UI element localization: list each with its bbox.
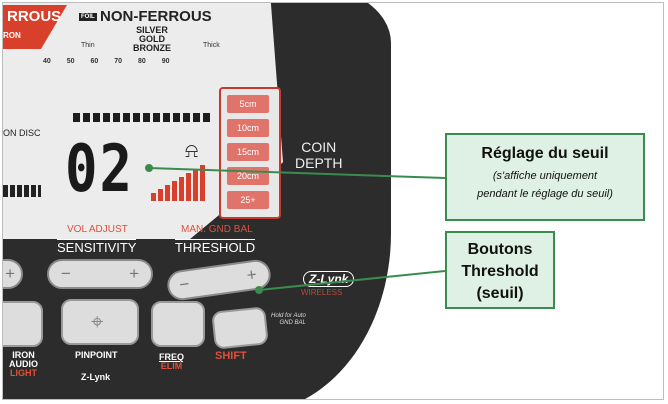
gold-label: GOLD — [139, 34, 165, 44]
foil-label: FOIL — [79, 13, 97, 21]
elim-text: ELIM — [160, 361, 183, 371]
crosshair-icon: ⌖ — [91, 309, 104, 334]
callout-lines — [145, 164, 446, 294]
scale-number: 80 — [138, 58, 146, 65]
callout-sub: (s'affiche uniquement — [492, 170, 598, 182]
segment-bar — [73, 113, 213, 122]
hold-auto-label: Hold for Auto GND BAL — [271, 313, 306, 327]
gnd-bal-text: GND BAL — [279, 320, 306, 326]
depth-option: 25+ — [227, 191, 269, 209]
minus-icon[interactable]: − — [61, 264, 71, 283]
bronze-label: BRONZE — [133, 43, 171, 53]
headphones-icon: ⍾ — [185, 140, 199, 162]
callout-title: (seuil) — [476, 285, 524, 302]
metal-type-labels: SILVER GOLD BRONZE — [133, 26, 171, 53]
ferrous-band-tip — [41, 5, 67, 49]
disc-label: ON DISC — [3, 128, 41, 138]
threshold-setting-leader — [148, 167, 446, 179]
signal-bars — [151, 165, 211, 201]
left-rocker-partial[interactable]: + — [3, 259, 23, 289]
ferrous-band — [3, 5, 41, 49]
iron-text: IRON — [12, 350, 35, 360]
scale-number: 70 — [114, 58, 123, 65]
depth-option: 5cm — [227, 95, 269, 113]
threshold-digits: 02 — [65, 131, 135, 207]
freq-button[interactable] — [151, 301, 205, 347]
man-gnd-bal-label: MAN. GND BAL — [181, 224, 253, 235]
audio-text: AUDIO — [9, 359, 38, 369]
scale-number: 90 — [161, 58, 170, 65]
leader-dot — [255, 286, 263, 294]
freq-elim-label: FREQ ELIM — [159, 353, 184, 371]
depth-option: 15cm — [227, 143, 269, 161]
pinpoint-button[interactable]: ⌖ — [61, 299, 139, 345]
zlynk-bottom-label: Z-Lynk — [81, 372, 111, 382]
image-frame: RROUS RON FOIL NON-FERROUS SILVER GOLD B… — [2, 2, 664, 400]
thin-label: Thin — [81, 42, 95, 49]
coin-label: COIN — [301, 139, 337, 155]
light-text: LIGHT — [10, 368, 37, 378]
plus-icon[interactable]: + — [5, 264, 15, 283]
thick-label: Thick — [203, 42, 220, 49]
scale-number: 40 — [43, 58, 51, 65]
ferrous-label: RROUS — [7, 8, 62, 25]
conductivity-scale: 40 50 60 70 80 90 — [43, 58, 203, 65]
wireless-label: WIRELESS — [301, 288, 343, 297]
iron-audio-button[interactable] — [3, 301, 43, 347]
plus-icon[interactable]: + — [129, 264, 139, 283]
depth-option: 10cm — [227, 119, 269, 137]
shift-label: SHIFT — [215, 350, 247, 362]
sensitivity-label: SENSITIVITY — [57, 239, 137, 255]
pinpoint-label: PINPOINT — [75, 350, 118, 360]
hold-text: Hold for Auto — [271, 313, 306, 319]
depth-label: DEPTH — [295, 155, 343, 171]
freq-text: FREQ — [159, 352, 185, 362]
iron-label: RON — [3, 31, 21, 40]
callout-title: Boutons — [467, 241, 533, 258]
vol-adjust-label: VOL ADJUST — [67, 224, 128, 235]
callout-sub: pendant le réglage du seuil) — [477, 188, 613, 200]
scale-number: 50 — [66, 58, 75, 65]
threshold-setting-callout: Réglage du seuil (s'affiche uniquement p… — [445, 133, 645, 221]
callout-title: Threshold — [461, 263, 539, 280]
threshold-buttons-leader — [258, 270, 446, 291]
threshold-buttons-callout: Boutons Threshold (seuil) — [445, 231, 555, 309]
nonferrous-label: NON-FERROUS — [100, 8, 212, 25]
sensitivity-rocker[interactable]: − + — [47, 259, 153, 289]
leader-dot — [145, 164, 153, 172]
silver-label: SILVER — [136, 25, 168, 35]
callout-title: Réglage du seuil — [481, 145, 609, 162]
coin-depth-label: COIN DEPTH — [295, 139, 342, 171]
iron-audio-label: IRON AUDIO LIGHT — [9, 351, 38, 378]
battery-indicator — [3, 185, 41, 197]
threshold-label: THRESHOLD — [175, 239, 256, 255]
scale-number: 60 — [90, 58, 99, 65]
